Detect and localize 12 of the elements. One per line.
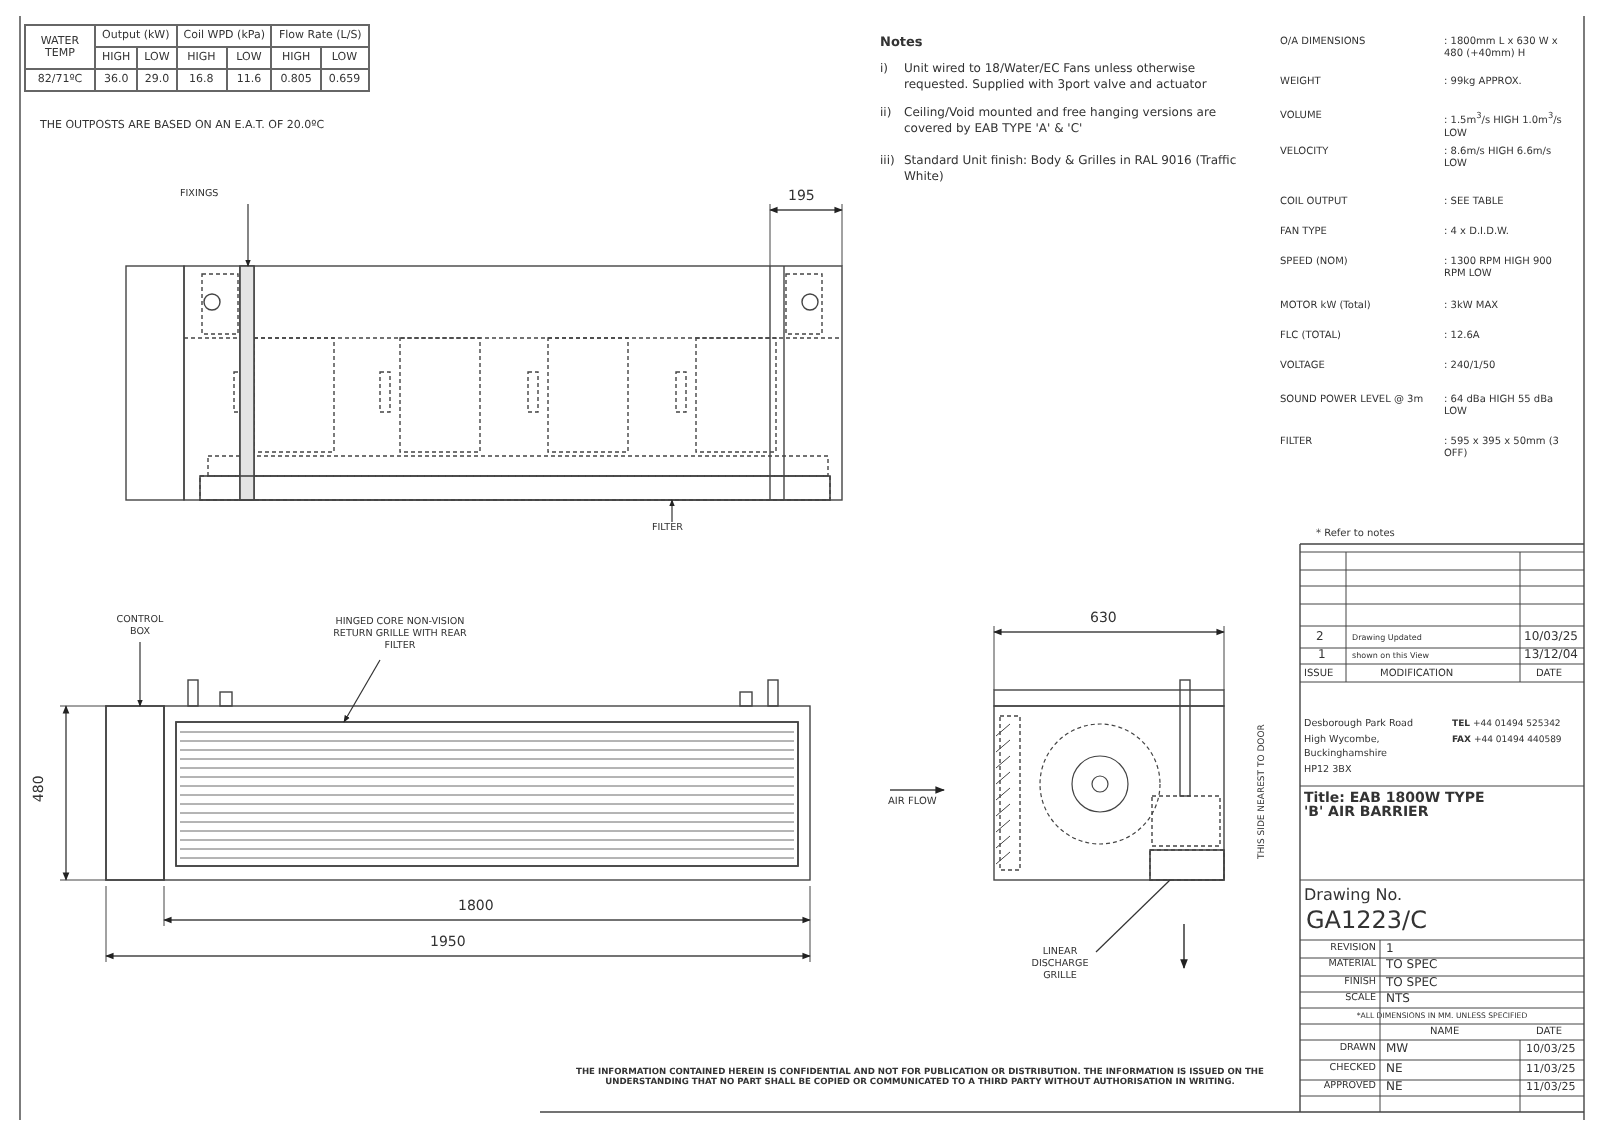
strut-channel — [239, 265, 255, 501]
discharge-grille — [1149, 849, 1225, 881]
leader-line — [1095, 879, 1171, 953]
leader-line — [245, 203, 251, 267]
leader-line — [343, 659, 381, 723]
drawing-number: GA1223/C — [1306, 906, 1427, 936]
leader-line — [669, 499, 675, 523]
control-box — [105, 705, 165, 881]
leader-line — [137, 641, 143, 707]
filter — [199, 475, 831, 501]
field-label: Drawing No. — [1304, 886, 1403, 906]
return-grille — [175, 721, 799, 867]
